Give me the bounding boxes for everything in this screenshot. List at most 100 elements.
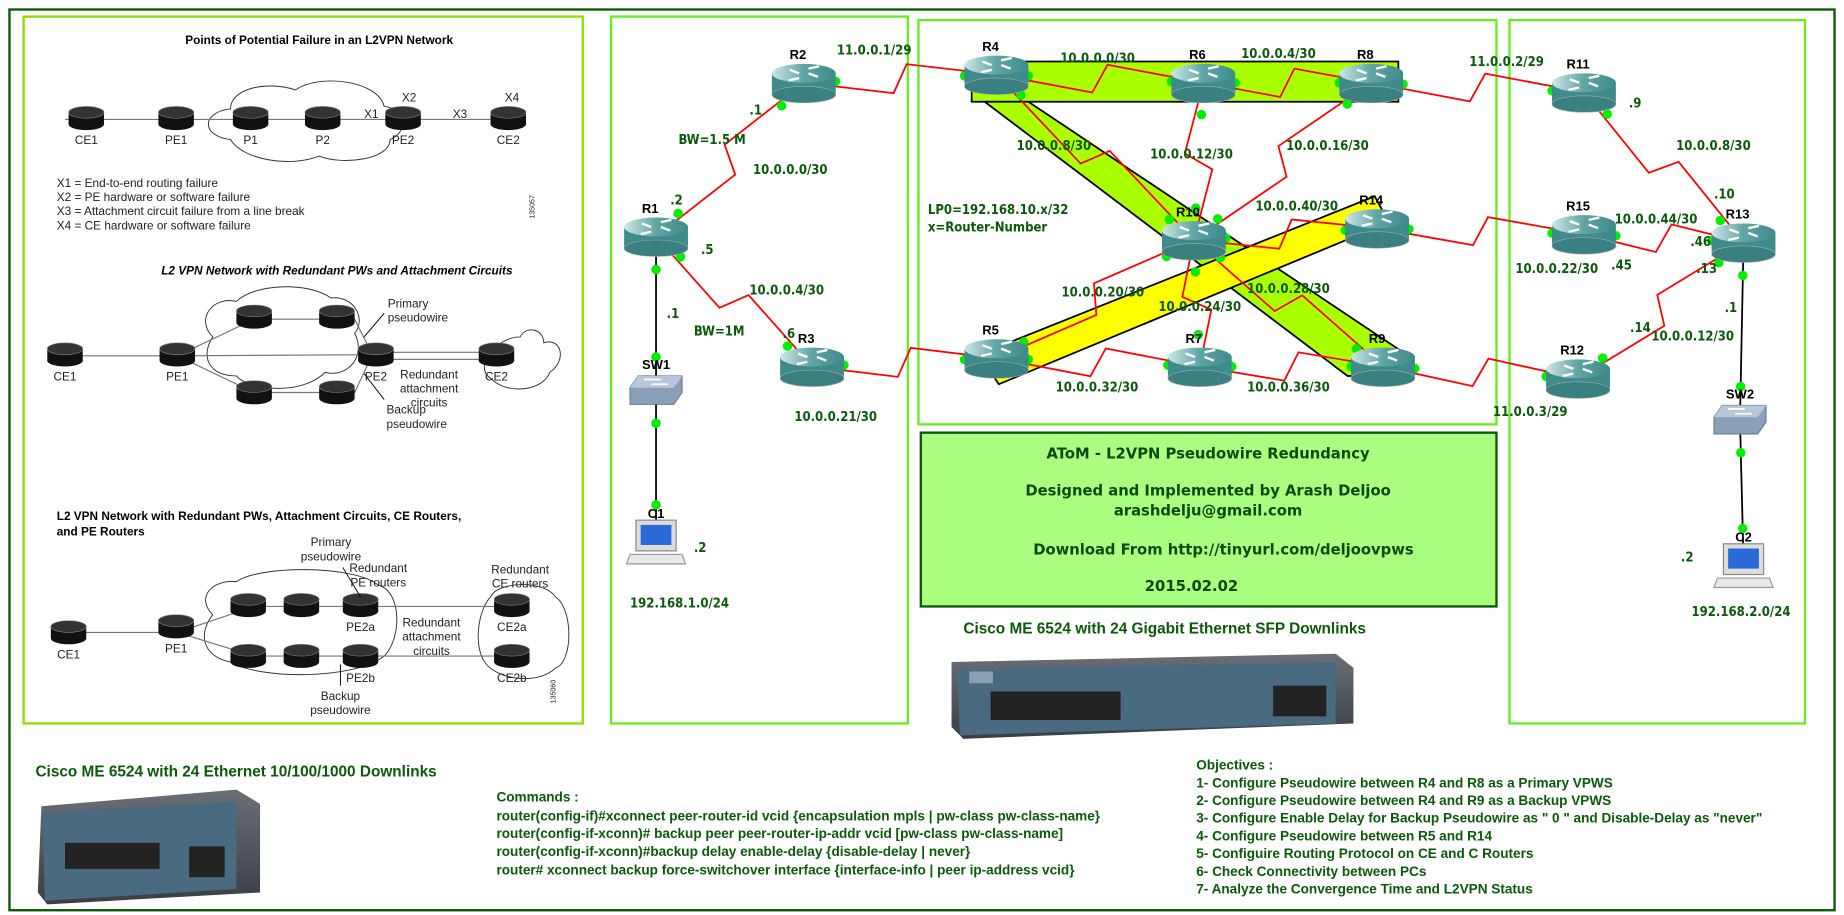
router-r3[interactable]: R3 <box>779 331 845 387</box>
router-r12[interactable]: R12 <box>1545 343 1611 399</box>
fig2-router-pe2: PE2 <box>357 342 394 384</box>
info-title: AToM - L2VPN Pseudowire Redundancy <box>1046 446 1370 463</box>
node-label: C1 <box>648 506 665 521</box>
switch-sw2[interactable]: SW2 <box>1713 386 1767 435</box>
router-icon <box>624 217 688 237</box>
port-dot <box>1735 381 1746 392</box>
fig1-id: 135057 <box>528 195 536 219</box>
command-line: router(config-if-xconn)# backup peer pee… <box>496 826 1063 841</box>
serial-link-r5-r7 <box>996 347 1200 378</box>
label-net-r11r13: 10.0.0.8/30 <box>1676 139 1751 154</box>
router-icon <box>236 380 273 393</box>
fig3-core-router <box>230 593 267 618</box>
node-label: R14 <box>1359 193 1384 208</box>
port-dot <box>1736 448 1746 458</box>
label-r11-if: .9 <box>1629 97 1642 112</box>
router-r10[interactable]: R10 <box>1161 204 1227 261</box>
label-net-r7r9: 10.0.0.36/30 <box>1247 380 1330 395</box>
router-icon <box>493 643 530 657</box>
node-label: PE2 <box>365 370 387 384</box>
router-r14[interactable]: R14 <box>1344 193 1410 249</box>
fig2-core-router <box>236 304 273 329</box>
router-r2[interactable]: R2 <box>771 47 837 104</box>
port-dot <box>1190 267 1201 277</box>
node-label: R7 <box>1186 331 1203 346</box>
node-label: R13 <box>1726 207 1750 222</box>
router-arrows-icon <box>1568 216 1600 233</box>
router-arrows-icon <box>796 348 828 366</box>
node-label: PE2b <box>346 671 375 685</box>
info-box <box>919 431 1498 608</box>
fig3-router-pe1: PE1 <box>158 614 195 656</box>
serial-link-r12-r13 <box>1577 241 1744 380</box>
objective-item: 4- Configure Pseudowire between R5 and R… <box>1196 828 1492 843</box>
legend-x4: X4 = CE hardware or software failure <box>57 218 251 232</box>
fig3-title-l1: L2 VPN Network with Redundant PWs, Attac… <box>57 509 462 523</box>
node-label: P1 <box>243 133 257 147</box>
pc-c2[interactable]: C2 <box>1713 529 1774 589</box>
label-net-r6r10: 10.0.0.12/30 <box>1150 147 1233 162</box>
serial-link-r4-r10 <box>995 73 1195 241</box>
core-panel <box>917 18 1498 426</box>
router-r6[interactable]: R6 <box>1171 47 1236 104</box>
router-icon <box>50 620 87 633</box>
label-r15-net: 10.0.0.22/30 <box>1515 262 1598 277</box>
serial-link-r9-r12 <box>1382 357 1579 388</box>
fig2-router-ce1: CE1 <box>46 342 84 384</box>
router-r1[interactable]: R1 <box>623 201 689 257</box>
label-r3-if: .6 <box>783 327 796 342</box>
node-label: CE1 <box>54 370 77 384</box>
router-r4[interactable]: R4 <box>964 39 1029 95</box>
pc-c1[interactable]: C1 <box>625 506 687 565</box>
router-r7[interactable]: R7 <box>1167 331 1232 387</box>
fig2-router-ce2: CE2 <box>478 342 515 384</box>
fig1-router-p2: P2 <box>304 106 341 147</box>
fig2-core-router <box>236 380 273 405</box>
label-net-r10r14: 10.0.0.40/30 <box>1255 199 1338 214</box>
info-download-link[interactable]: Download From http://tinyurl.com/deljoov… <box>1033 541 1414 558</box>
router-r15[interactable]: R15 <box>1551 198 1617 255</box>
router-r11[interactable]: R11 <box>1551 57 1617 113</box>
router-r8[interactable]: R8 <box>1338 47 1404 104</box>
node-label: R9 <box>1369 331 1386 346</box>
objective-item: 3- Configure Enable Delay for Backup Pse… <box>1196 811 1762 826</box>
node-label: P2 <box>315 133 329 147</box>
objective-item: 1- Configure Pseudowire between R4 and R… <box>1196 775 1613 790</box>
fig3-title-l2: and PE Routers <box>57 525 145 539</box>
router-icon <box>771 63 836 83</box>
router-icon <box>357 342 394 355</box>
fig2-core-router <box>318 380 355 405</box>
mark-x1: X1 <box>364 107 378 121</box>
command-line: router(config-if)#xconnect peer-router-i… <box>496 808 1100 823</box>
switch-sw1[interactable]: SW1 <box>629 357 683 405</box>
node-label: CE1 <box>75 133 98 147</box>
router-arrows-icon <box>1367 348 1399 366</box>
router-icon <box>1711 223 1776 243</box>
fig3-router-ce2a: CE2a <box>493 593 530 634</box>
router-arrows-icon <box>980 56 1013 74</box>
ce-right-panel <box>1508 18 1807 725</box>
cisco-me6524-ethernet-image <box>37 789 261 905</box>
mark-x3: X3 <box>453 107 468 121</box>
fig3-ac-l3: circuits <box>413 644 450 658</box>
router-icon <box>304 106 341 119</box>
router-icon <box>493 593 530 606</box>
router-r5[interactable]: R5 <box>964 323 1029 379</box>
router-icon <box>158 106 195 119</box>
legend-x3: X3 = Attachment circuit failure from a l… <box>57 204 305 218</box>
router-r9[interactable]: R9 <box>1350 331 1416 387</box>
router-icon <box>158 614 195 627</box>
router-icon <box>1345 209 1410 229</box>
router-icon <box>159 342 196 355</box>
port-dot <box>1715 215 1726 226</box>
objective-item: 6- Check Connectivity between PCs <box>1196 864 1426 879</box>
fig2-ac-l1: Redundant <box>400 367 459 381</box>
node-label: R4 <box>982 39 999 54</box>
router-icon <box>230 643 267 657</box>
label-c2-net: 192.168.2.0/24 <box>1692 605 1791 620</box>
node-label: R10 <box>1176 204 1200 219</box>
commands-heading: Commands : <box>496 789 578 804</box>
serial-link-r1-r3 <box>655 235 813 368</box>
router-r13[interactable]: R13 <box>1711 207 1776 263</box>
router-icon <box>385 106 422 119</box>
